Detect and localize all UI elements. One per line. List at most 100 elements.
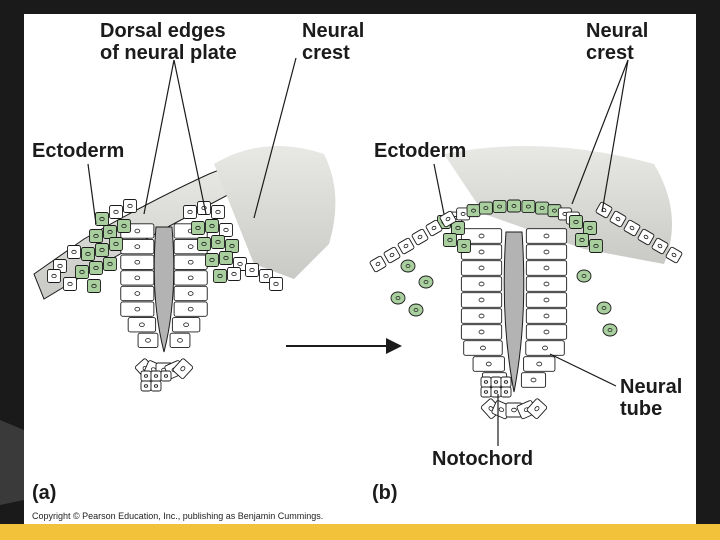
cell [67,245,81,259]
cell [227,267,241,281]
accent-bar [0,524,720,540]
cell [525,244,568,260]
cell [173,301,208,317]
panel-label-a: (a) [32,482,57,504]
migrating-crest-cell [400,259,416,273]
leader-line [601,59,629,213]
cell [123,199,137,213]
cell [480,376,492,388]
leader-line [253,57,297,219]
ectoderm-sheet-a-right [214,146,336,279]
cell [140,370,152,382]
cell [525,308,568,324]
crest-cell [197,237,211,251]
migrating-crest-cell [596,301,612,315]
cell [665,246,683,264]
cell [460,308,503,324]
cell [463,340,503,356]
cell [525,340,565,356]
cell [173,285,208,302]
cell [425,219,443,237]
label-dorsal-edges: Dorsal edges of neural plate [100,20,237,64]
cell [439,210,457,228]
crest-cell [535,201,550,215]
cell [456,207,471,221]
cell [525,292,568,308]
cell [623,219,641,237]
cell [460,276,503,292]
cell [245,263,259,277]
cell [171,317,201,333]
crest-cell [466,204,481,218]
leader-line [173,59,207,215]
cell [460,260,503,276]
cell [490,386,502,398]
cell [120,301,155,317]
cell [160,370,172,382]
cell [137,332,159,349]
copyright-notice: Copyright © Pearson Education, Inc., pub… [32,511,324,521]
cell [637,228,655,246]
cell [127,317,157,333]
crest-cell [219,251,233,265]
cell [500,376,512,388]
cell [269,277,283,291]
cell [109,205,123,219]
cell [173,254,208,270]
leader-line [87,163,97,225]
neural-lumen [503,231,525,393]
cell [595,201,613,219]
cell [397,237,415,255]
crest-cell [492,200,507,213]
crest-cell [443,233,457,247]
cell [369,255,387,273]
migrating-crest-cell [418,275,434,289]
cell [63,277,77,291]
panel-label-b: (b) [372,482,398,504]
cell [172,358,194,379]
cell [47,269,61,283]
crest-cell [109,237,123,251]
cell [150,380,162,392]
cell [211,205,225,219]
crest-cell [478,201,493,215]
crest-cell [191,221,205,235]
cell [460,324,503,340]
neural-tube-illustration [33,57,683,446]
crest-cell [589,239,603,253]
cell [140,380,152,392]
crest-cell [225,239,239,253]
cell [173,270,208,286]
crest-cell [75,265,89,279]
crest-cell [211,235,225,249]
cell [651,237,669,255]
crest-cell [87,279,101,293]
cell [120,238,155,255]
cell [197,201,211,215]
cell [460,292,503,308]
crest-cell [507,199,521,213]
crest-cell [81,247,95,261]
migrating-crest-cell [408,303,424,317]
cell [525,228,568,244]
neural-tube-figure: Dorsal edges of neural plate Neural cres… [24,14,696,526]
cell [490,376,502,388]
label-ectoderm-b: Ectoderm [374,140,467,162]
cell [411,228,429,246]
migrating-crest-cell [602,323,618,337]
crest-cell [117,219,131,233]
label-neural-crest-a: Neural crest [302,20,365,64]
cell [460,228,503,244]
leader-line [433,163,445,215]
cell [169,332,191,349]
crest-cell [89,261,103,275]
crest-cell [569,215,583,229]
leader-line [143,59,175,215]
crest-cell [205,253,219,267]
crest-cell [95,212,109,226]
cell [525,260,568,276]
cell [120,270,155,286]
crest-cell [213,269,227,283]
cell [500,386,512,398]
crest-cell [575,233,589,247]
